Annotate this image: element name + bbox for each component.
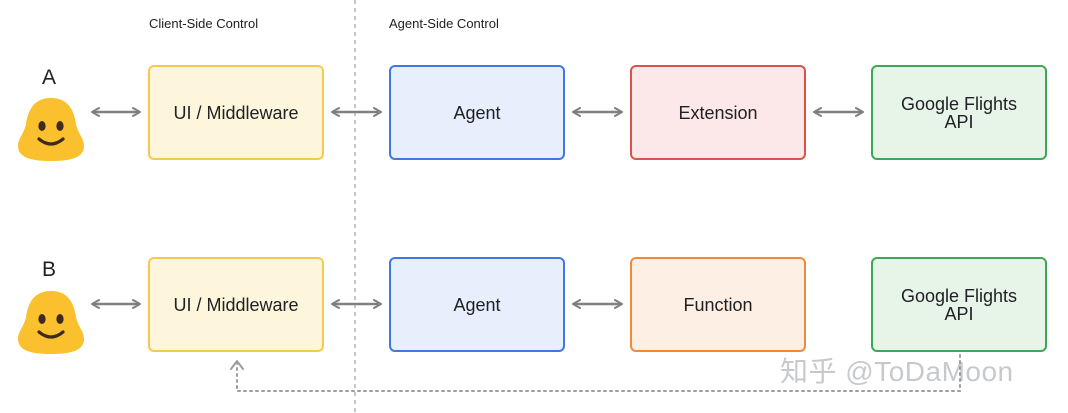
agent-label: Agent bbox=[453, 102, 501, 123]
smiley-icon bbox=[18, 98, 84, 161]
smiley-icon bbox=[18, 291, 84, 354]
google-flights-api-node: Google Flights API bbox=[871, 257, 1047, 352]
agent-node: Agent bbox=[389, 65, 565, 160]
middleware-node: UI / Middleware bbox=[148, 257, 324, 352]
middleware-label: UI / Middleware bbox=[173, 294, 299, 315]
google-flights-api-node: Google Flights API bbox=[871, 65, 1047, 160]
api-label-line2: API bbox=[944, 111, 974, 132]
agent-node: Agent bbox=[389, 257, 565, 352]
api-label-line2: API bbox=[944, 303, 974, 324]
function-node: Function bbox=[630, 257, 806, 352]
watermark: 知乎 @ToDaMoon bbox=[780, 356, 1014, 387]
extension-node: Extension bbox=[630, 65, 806, 160]
client-side-header: Client-Side Control bbox=[149, 16, 259, 31]
dotted-return-arrow-icon bbox=[236, 354, 961, 392]
extension-label: Extension bbox=[678, 102, 758, 123]
agent-side-header: Agent-Side Control bbox=[389, 16, 499, 31]
agent-label: Agent bbox=[453, 294, 501, 315]
function-label: Function bbox=[683, 294, 753, 315]
middleware-label: UI / Middleware bbox=[173, 102, 299, 123]
api-label-line1: Google Flights bbox=[900, 285, 1018, 306]
row-b-label: B bbox=[42, 258, 57, 281]
row-a-label: A bbox=[42, 66, 57, 89]
middleware-node: UI / Middleware bbox=[148, 65, 324, 160]
api-label-line1: Google Flights bbox=[900, 93, 1018, 114]
